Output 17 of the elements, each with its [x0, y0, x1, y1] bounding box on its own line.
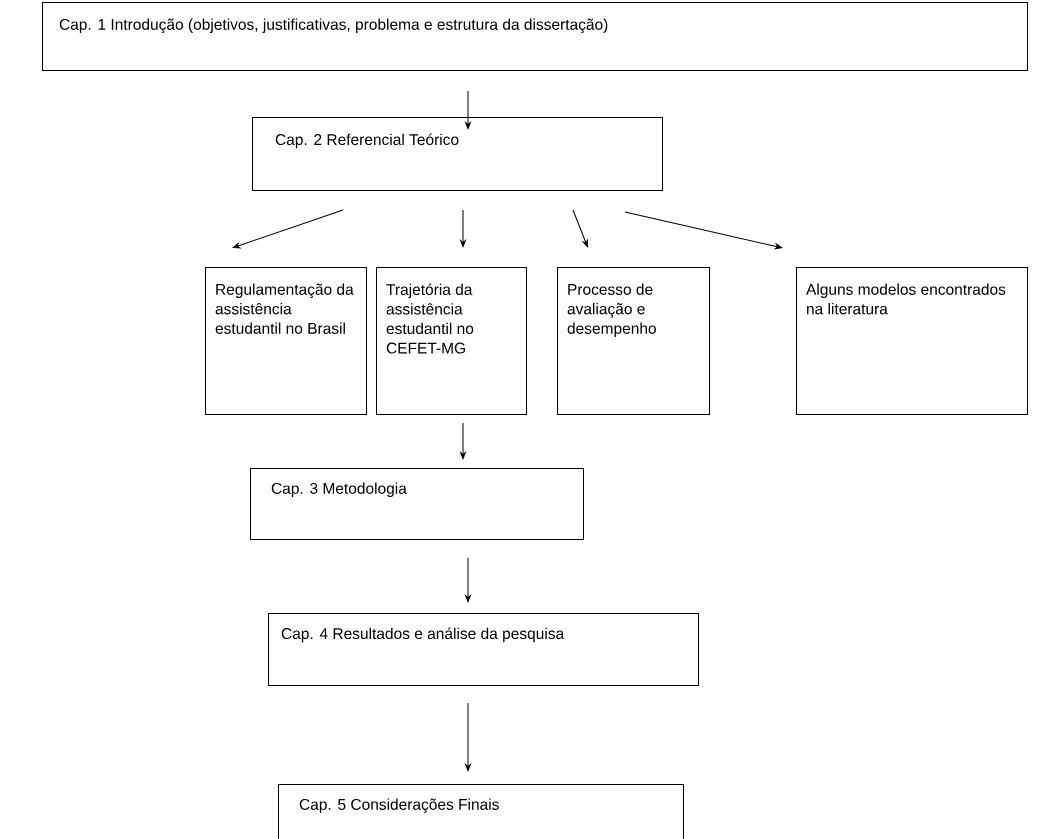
arrow — [572, 209, 588, 248]
arrow — [624, 211, 783, 250]
text-box: Trajetória da assistência estudantil no CEFET-MG — [376, 267, 527, 415]
text-box: Processo de avaliação e desempenho — [557, 267, 710, 415]
arrow — [460, 422, 466, 460]
arrow — [232, 209, 344, 249]
text-box: Cap. 5 Considerações Finais — [278, 784, 684, 839]
text-box: Cap. 2 Referencial Teórico — [252, 117, 663, 191]
text-box: Cap. 3 Metodologia — [250, 468, 584, 540]
arrow — [460, 209, 466, 248]
text-box: Cap. 4 Resultados e análise da pesquisa — [268, 613, 699, 686]
arrow — [465, 702, 471, 772]
arrow — [465, 557, 471, 603]
arrow — [465, 90, 471, 130]
text-box: Regulamentação da assistência estudantil no Brasil — [205, 267, 367, 415]
text-box: Alguns modelos encontrados na literatura — [796, 267, 1028, 415]
text-box: Cap. 1 Introdução (objetivos, justificativas, problema e estrutura da dissertação) — [42, 2, 1028, 71]
